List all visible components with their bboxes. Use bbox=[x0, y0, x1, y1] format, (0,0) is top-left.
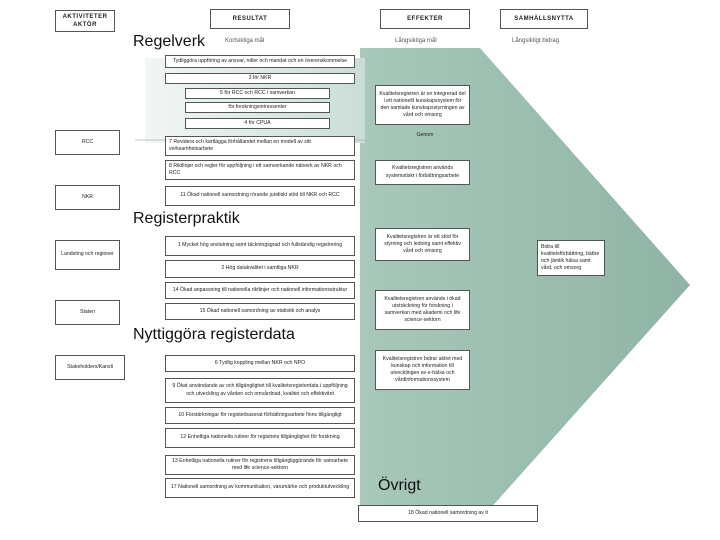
activity-3: 3 för NKR bbox=[165, 73, 355, 84]
actor-staten: Staten bbox=[55, 300, 120, 325]
section-title-registerpraktik: Registerpraktik bbox=[133, 210, 240, 227]
activity-12: 12 Enhetliga nationella rutiner för regi… bbox=[165, 428, 355, 448]
actor-landsting: Landsting och regioner bbox=[55, 240, 120, 270]
activity-forskning: för forskningsintressenter bbox=[185, 102, 330, 113]
activity-13: 13 Enhetliga nationella rutiner för regi… bbox=[165, 455, 355, 475]
effect-genom: Genom bbox=[416, 132, 434, 138]
effect-4: Kvalitetsregistren används i ökad utsträ… bbox=[375, 290, 470, 330]
header-activities: AKTIVITETER AKTÖR bbox=[55, 10, 115, 32]
subheader-contribution: Långsiktigt bidrag bbox=[512, 38, 560, 44]
activity-4: 4 för CPUA bbox=[185, 118, 330, 129]
actor-rcc: RCC bbox=[55, 130, 120, 155]
effect-3: Kvalitetsregistren är ett stöd för styrn… bbox=[375, 228, 470, 261]
subheader-long-term: Långsiktiga mål bbox=[395, 38, 437, 44]
activity-18: 18 Ökad nationell samordning av it bbox=[358, 505, 538, 522]
activity-2: 2 Hög datakvalitet i samtliga NKR bbox=[165, 260, 355, 278]
societal-1: Bidra till kvalitetsförbättring, bättre … bbox=[537, 240, 605, 276]
header-result: RESULTAT bbox=[210, 9, 290, 29]
activity-11: 11 Ökad nationell samordning rörande jur… bbox=[165, 186, 355, 206]
section-title-ovrigt: Övrigt bbox=[378, 477, 421, 494]
band-shape bbox=[145, 58, 365, 143]
activity-17: 17 Nationell samordning av kommunikation… bbox=[165, 478, 355, 498]
effect-5: Kvalitetsregistren bidrar aktivt med kun… bbox=[375, 350, 470, 390]
activity-14: 14 Ökad anpassning till nationella riktl… bbox=[165, 282, 355, 299]
effect-1: Kvalitetsregistren är en integrerad del … bbox=[375, 85, 470, 125]
activity-10: 10 Förstärkningar för registerbaserat fö… bbox=[165, 407, 355, 424]
effect-2: Kvalitetsregistren används systematiskt … bbox=[375, 160, 470, 185]
activity-5: 5 för RCC och RCC i samverkan bbox=[185, 88, 330, 99]
activity-8: 8 Riktlinjer och regler för uppföljning … bbox=[165, 160, 355, 180]
section-title-nyttiggora: Nyttiggöra registerdata bbox=[133, 326, 295, 343]
header-societal: SAMHÄLLSNYTTA bbox=[500, 9, 588, 29]
activity-1: 1 Mycket hög anslutning samt täckningsgr… bbox=[165, 236, 355, 256]
activity-9: 9 Ökat användande av och tillgänglighet … bbox=[165, 378, 355, 403]
section-title-regelverk: Regelverk bbox=[133, 33, 206, 50]
activity-7: 7 Revidera och kartlägga förhållandet me… bbox=[165, 136, 355, 156]
activity-top: Tydliggöra uppföring av ansvar, roller o… bbox=[165, 55, 355, 68]
actor-stakeholders: Stakeholders/Kansli bbox=[55, 355, 125, 380]
activity-6: 6 Tydlig koppling mellan NKR och NPO bbox=[165, 355, 355, 372]
actor-nkr: NKR bbox=[55, 185, 120, 210]
subheader-short-term: Kortsiktiga mål bbox=[225, 38, 265, 44]
activity-15: 15 Ökad nationell samordning av statisti… bbox=[165, 303, 355, 320]
header-effects: EFFEKTER bbox=[380, 9, 470, 29]
